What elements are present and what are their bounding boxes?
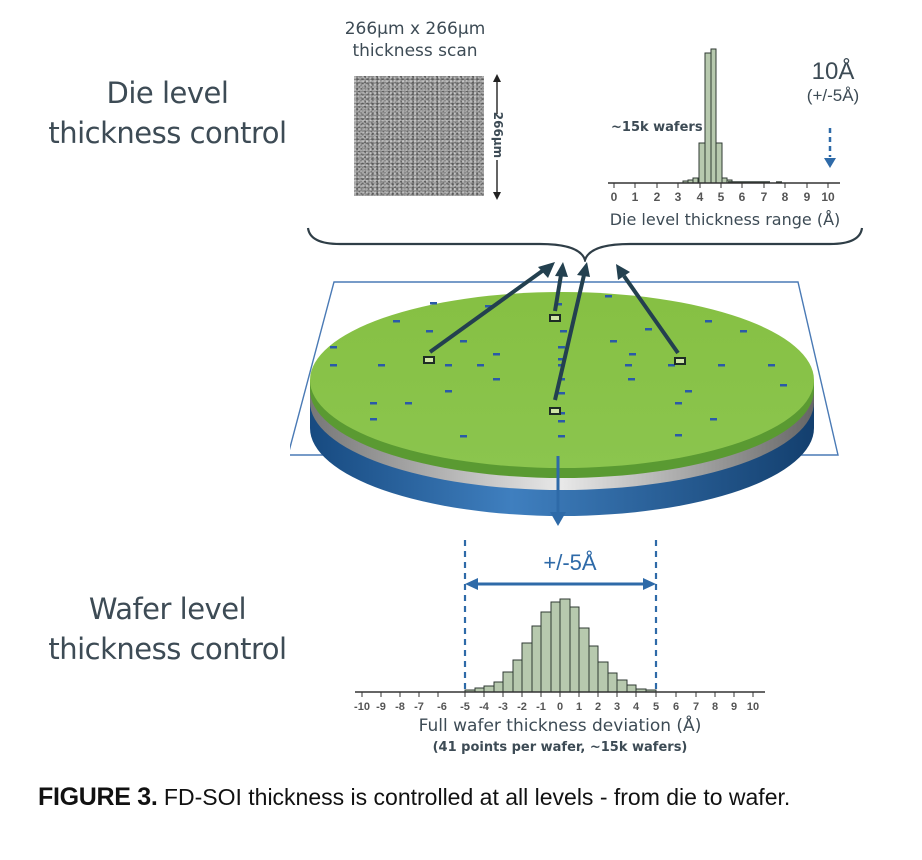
svg-text:9: 9: [804, 190, 811, 204]
plane-outline: [290, 281, 839, 456]
curly-brace: [306, 227, 864, 262]
die-arrows: [428, 262, 680, 401]
die-wafers-annotation: ~15k wafers: [611, 120, 703, 135]
selected-dies: [423, 314, 686, 415]
die-histogram-bars: [682, 48, 733, 184]
svg-text:-6: -6: [437, 701, 447, 713]
scan-dimension-arrow: [489, 74, 505, 200]
svg-text:-9: -9: [376, 701, 386, 713]
svg-text:0: 0: [611, 190, 618, 204]
thickness-scan-image: [354, 76, 484, 196]
die-spec-line1: 10Å: [811, 58, 855, 85]
wafer-diagram: [290, 262, 839, 526]
svg-text:-8: -8: [395, 701, 405, 713]
svg-text:10: 10: [821, 190, 835, 204]
die-level-label: Die level thickness control: [30, 73, 305, 153]
svg-text:1: 1: [576, 701, 582, 713]
wafer-histogram-bars: [464, 598, 657, 693]
svg-text:10: 10: [747, 701, 759, 713]
die-level-label-line2: thickness control: [48, 116, 287, 150]
caption-text: FD-SOI thickness is controlled at all le…: [157, 784, 791, 810]
svg-text:-10: -10: [354, 701, 370, 713]
figure-label: FIGURE 3.: [38, 783, 158, 811]
svg-text:3: 3: [675, 190, 682, 204]
svg-text:7: 7: [761, 190, 768, 204]
measurement-points: [330, 295, 787, 438]
scan-title-line1: 266µm x 266µm: [344, 19, 486, 39]
down-arrow-head: [550, 512, 566, 526]
die-chart-xlabel: Die level thickness range (Å): [609, 210, 841, 229]
wafer-level-label-line1: Wafer level: [88, 592, 247, 626]
figure-caption: FIGURE 3. FD-SOI thickness is controlled…: [38, 782, 858, 813]
svg-text:-1: -1: [536, 701, 546, 713]
svg-text:-7: -7: [414, 701, 424, 713]
svg-text:0: 0: [557, 701, 563, 713]
svg-text:5: 5: [718, 190, 725, 204]
svg-text:8: 8: [782, 190, 789, 204]
svg-text:8: 8: [712, 701, 718, 713]
svg-text:6: 6: [739, 190, 746, 204]
wafer-chart-sublabel: (41 points per wafer, ~15k wafers): [432, 740, 688, 755]
svg-text:4: 4: [633, 701, 640, 713]
svg-text:-3: -3: [498, 701, 508, 713]
svg-text:2: 2: [654, 190, 661, 204]
svg-text:9: 9: [731, 701, 737, 713]
wafer-level-label-line2: thickness control: [48, 632, 287, 666]
scan-title-line2: thickness scan: [352, 41, 478, 61]
wafer-axis-ticks: [361, 692, 754, 697]
svg-text:-5: -5: [460, 701, 470, 713]
svg-text:6: 6: [673, 701, 679, 713]
die-spec-label: 10Å (+/-5Å): [788, 58, 878, 106]
wafer-chart-xlabel: Full wafer thickness deviation (Å): [418, 716, 702, 736]
scan-title: 266µm x 266µm thickness scan: [320, 18, 510, 62]
svg-text:1: 1: [632, 190, 639, 204]
svg-text:-4: -4: [479, 701, 490, 713]
svg-text:5: 5: [653, 701, 659, 713]
svg-text:3: 3: [614, 701, 620, 713]
svg-text:2: 2: [595, 701, 601, 713]
wafer-level-label: Wafer level thickness control: [30, 589, 305, 669]
die-spec-line2: (+/-5Å): [806, 86, 860, 105]
die-axis-ticks: [613, 183, 829, 188]
scan-side-label: 266µm: [491, 111, 505, 159]
svg-text:-2: -2: [517, 701, 527, 713]
svg-text:7: 7: [693, 701, 699, 713]
wafer-spec-label: +/-5Å: [543, 550, 597, 575]
die-level-label-line1: Die level: [106, 76, 229, 110]
svg-text:4: 4: [697, 190, 704, 204]
